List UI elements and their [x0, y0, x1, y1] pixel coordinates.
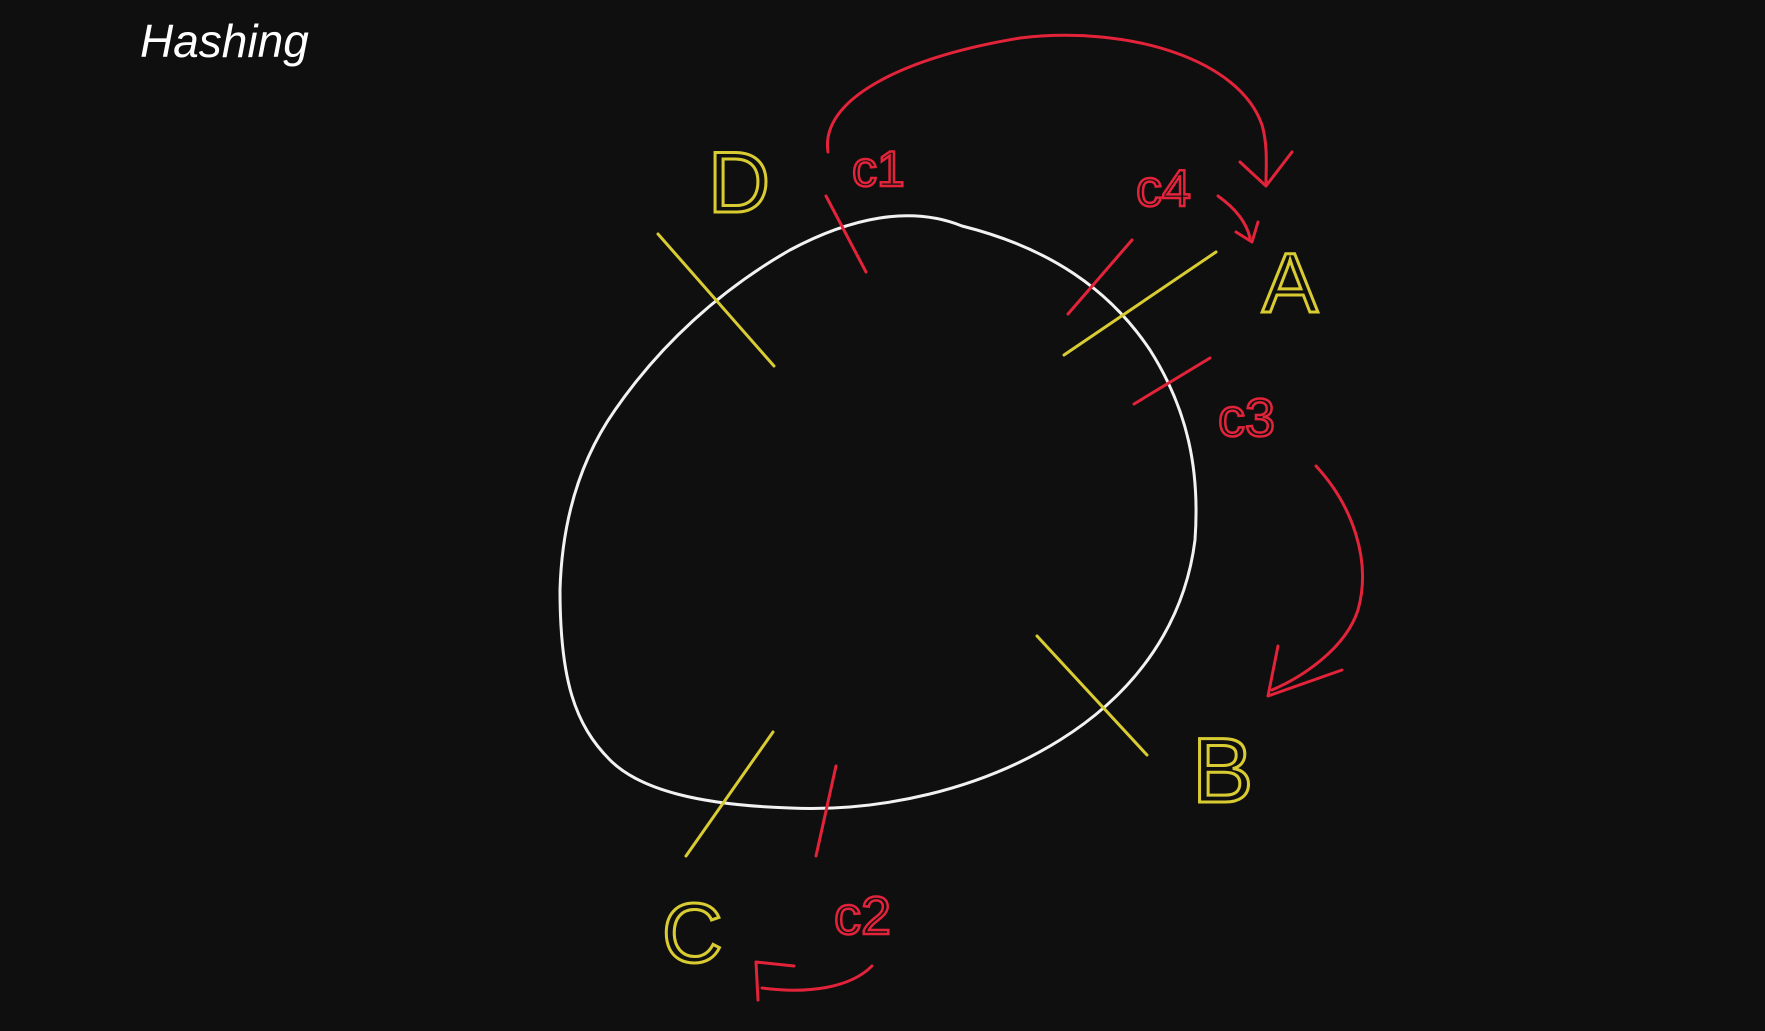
arrow-c1-to-a — [825, 33, 1294, 188]
arrow-c3-to-b — [1266, 464, 1364, 698]
arrow-c4-to-a-curve — [1216, 194, 1252, 240]
hash-ring — [558, 214, 1198, 810]
client-tick-c2 — [814, 764, 838, 858]
client-label-c2: c2 — [834, 886, 891, 946]
client-label-c3: c3 — [1218, 388, 1275, 448]
server-tick-b — [1035, 634, 1149, 757]
arrow-c2-to-c-head — [754, 960, 796, 1002]
server-tick-d — [656, 232, 776, 368]
arrow-c1-to-a-head — [1238, 150, 1294, 188]
client-tick-c1 — [824, 194, 868, 274]
arrow-c3-to-b-curve — [1270, 464, 1364, 692]
server-marker-c — [684, 730, 775, 858]
server-marker-b — [1035, 634, 1149, 757]
arrow-c2-to-c — [754, 960, 874, 1002]
client-label-c4: c4 — [1136, 160, 1191, 218]
server-label-c: C — [662, 886, 723, 980]
client-label-c1: c1 — [852, 141, 905, 197]
arrow-c4-to-a-head — [1234, 220, 1260, 244]
arrow-c2-to-c-curve — [760, 964, 874, 992]
page-title: Hashing — [140, 15, 309, 67]
arrow-c3-to-b-head — [1266, 644, 1344, 698]
server-label-b: B — [1192, 720, 1253, 822]
arrow-c1-to-a-curve — [825, 33, 1268, 184]
client-tick-c4 — [1066, 238, 1134, 316]
server-tick-a — [1062, 250, 1218, 357]
arrow-c4-to-a — [1216, 194, 1260, 244]
server-label-d: D — [708, 135, 770, 231]
server-marker-a — [1062, 250, 1218, 357]
client-tick-c3 — [1132, 356, 1212, 406]
server-label-a: A — [1262, 236, 1318, 330]
server-tick-c — [684, 730, 775, 858]
server-marker-d — [656, 232, 776, 368]
